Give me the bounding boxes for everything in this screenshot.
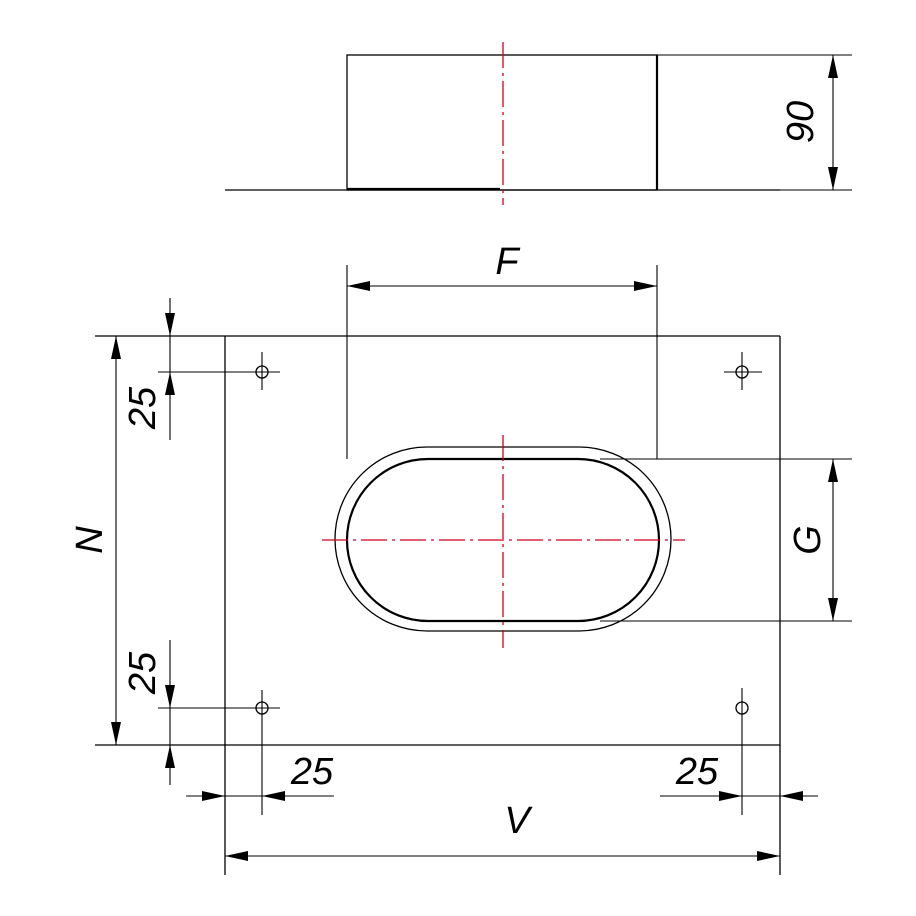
dim-25-right-arrow-right [719,791,742,801]
dim-f-label: F [495,241,520,283]
dim-25-left-label: 25 [290,751,334,793]
dim-25-top-arrow-down [165,313,175,336]
dim-25-bottom-arrow-up [165,745,175,768]
dim-v-label: V [504,800,533,842]
dim-g-label: G [787,525,829,555]
dim-25-left-arrow-right [202,791,225,801]
dim-90-arrow-top [828,55,838,78]
dim-90-arrow-bottom [828,167,838,190]
dim-g-arrow-bottom [828,598,838,621]
mounting-hole-top-right [724,352,762,390]
dim-n-arrow-bottom [111,722,121,745]
side-view: 90 [225,42,852,205]
dim-25-top-label: 25 [122,386,164,430]
dim-n-label: N [69,526,111,554]
dim-v-arrow-left [225,851,248,861]
dim-25-right-label: 25 [675,751,719,793]
dim-g-arrow-top [828,459,838,482]
dim-25-left-arrow-left [262,791,285,801]
dim-f-arrow-right [634,281,657,291]
dim-25-bottom-arrow-down [165,685,175,708]
mounting-hole-top-left [246,352,280,390]
plan-view: F G N V 25 25 25 [69,241,852,875]
dim-v-arrow-right [757,851,780,861]
mounting-hole-bottom-right [735,688,749,815]
dim-n-arrow-top [111,336,121,359]
side-view-body [346,54,658,191]
dim-25-right-arrow-left [780,791,803,801]
dim-90-label: 90 [780,101,822,143]
dim-25-top-arrow-up [165,372,175,395]
dim-f-arrow-left [347,281,370,291]
dim-25-bottom-label: 25 [122,651,164,695]
